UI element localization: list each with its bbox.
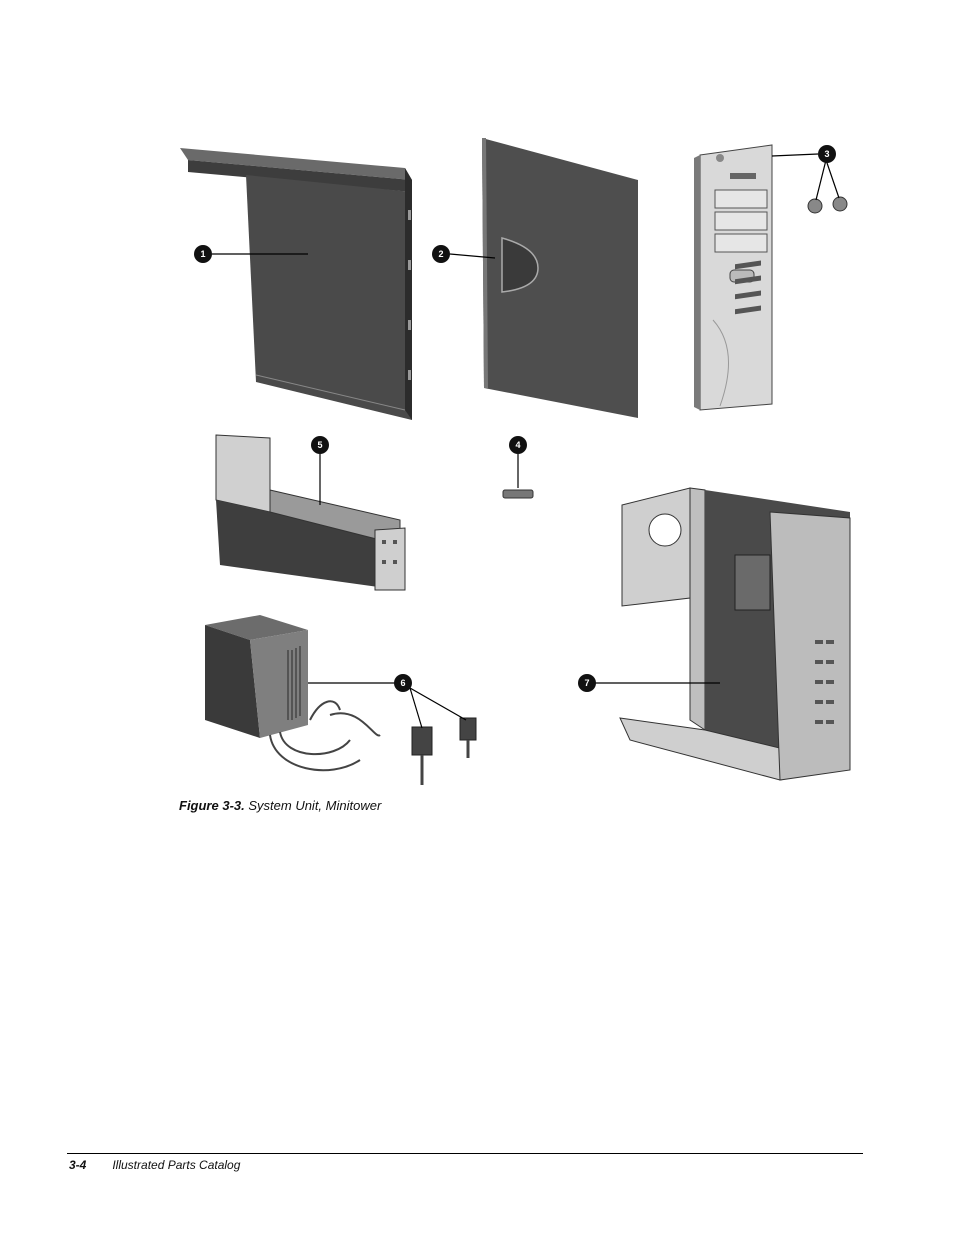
page-footer: 3-4 Illustrated Parts Catalog: [69, 1158, 240, 1172]
callout-5: 5: [311, 436, 329, 454]
callout-1: 1: [194, 245, 212, 263]
page-number: 3-4: [69, 1158, 87, 1172]
figure-caption: Figure 3-3. System Unit, Minitower: [179, 798, 381, 813]
part-small-bracket: [502, 489, 534, 499]
callout-4: 4: [509, 436, 527, 454]
callout-4-number: 4: [515, 440, 520, 450]
callout-2: 2: [432, 245, 450, 263]
part-drive-cage: [215, 434, 406, 591]
part-power-supply: [205, 615, 477, 785]
part-access-panel: [180, 148, 412, 420]
callout-5-number: 5: [317, 440, 322, 450]
part-side-panel: [482, 138, 638, 418]
callout-3-number: 3: [824, 149, 829, 159]
callout-1-number: 1: [200, 249, 205, 259]
callout-7-number: 7: [584, 678, 589, 688]
exploded-parts-figure: 1 2 3 4 5 6 7: [160, 120, 880, 800]
footer-divider: [67, 1153, 863, 1154]
figure-caption-text: System Unit, Minitower: [244, 798, 382, 813]
callout-6-number: 6: [400, 678, 405, 688]
figure-caption-label: Figure 3-3.: [179, 798, 245, 813]
part-chassis: [619, 487, 851, 781]
callout-7: 7: [578, 674, 596, 692]
callout-2-number: 2: [438, 249, 443, 259]
callout-3: 3: [818, 145, 836, 163]
callout-6: 6: [394, 674, 412, 692]
footer-title: Illustrated Parts Catalog: [112, 1158, 241, 1172]
part-front-bezel: [694, 144, 848, 411]
